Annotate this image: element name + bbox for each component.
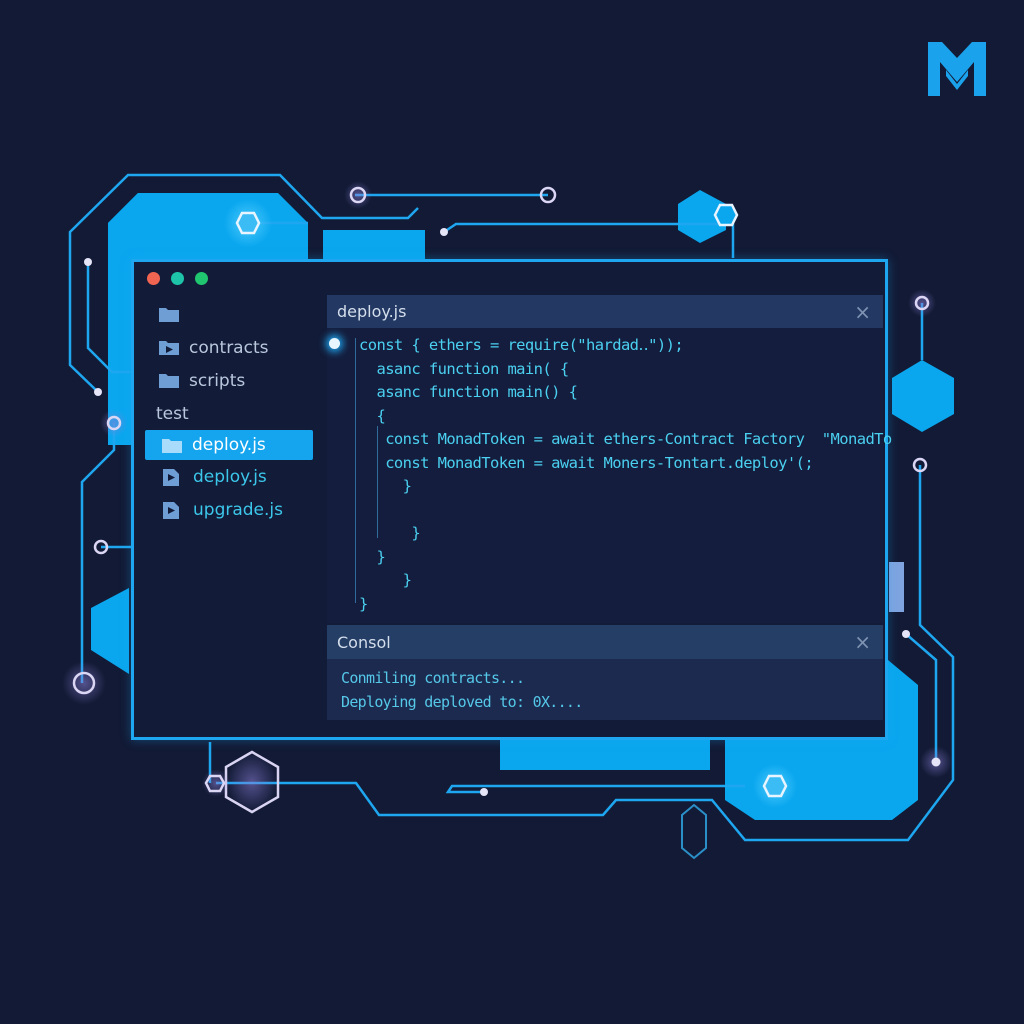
tree-item-contracts[interactable]: contracts: [142, 331, 317, 364]
tree-item-label: test: [156, 403, 189, 424]
tree-item-label: scripts: [189, 370, 246, 391]
console-panel: Consol × Conmiling contracts... Deployin…: [327, 625, 883, 720]
file-play-icon: [162, 468, 184, 486]
console-line: Deploying deploved to: 0X....: [341, 693, 583, 711]
window-controls: [147, 272, 208, 285]
code-line: const { ethers = require("hardad‥"));: [359, 336, 684, 354]
maximize-window-button[interactable]: [195, 272, 208, 285]
code-line: {: [359, 406, 386, 425]
tree-item-upgrade-js[interactable]: upgrade.js: [142, 493, 317, 526]
console-tab-bar: Consol ×: [327, 625, 883, 659]
code-line: asanc function main() {: [359, 383, 578, 401]
breakpoint-dot-icon[interactable]: [329, 338, 340, 349]
code-line: asanc function main( {: [359, 359, 569, 378]
code-editor[interactable]: deploy.js × const { ethers = require("ha…: [327, 295, 892, 623]
folder-play-icon: [158, 339, 180, 356]
code-line: }: [359, 594, 368, 613]
tree-item-deploy-js-selected[interactable]: deploy.js: [145, 430, 313, 460]
code-line: }: [359, 477, 412, 495]
console-output: Conmiling contracts... Deploying deplove…: [327, 659, 883, 714]
editor-tab-bar: deploy.js ×: [327, 295, 883, 328]
code-area[interactable]: const { ethers = require("hardad‥")); as…: [327, 328, 892, 616]
code-line: const MonadToken = await ethers-Contract…: [359, 430, 892, 448]
indent-guide: [377, 426, 378, 538]
code-line: [359, 499, 883, 523]
file-explorer: contracts scripts test deploy.js deploy.…: [142, 298, 317, 526]
console-line: Conmiling contracts...: [341, 669, 525, 687]
code-line: }: [359, 571, 412, 589]
tree-item-root-folder[interactable]: [142, 298, 317, 331]
close-icon[interactable]: ×: [854, 630, 871, 654]
tree-item-label: deploy.js: [192, 435, 266, 455]
file-play-icon: [162, 501, 184, 519]
code-line: }: [359, 547, 386, 566]
folder-icon: [158, 372, 180, 389]
editor-tab-deploy-js[interactable]: deploy.js: [337, 302, 407, 321]
code-line: }: [359, 524, 421, 542]
tree-item-deploy-js[interactable]: deploy.js: [142, 460, 317, 493]
tree-item-test[interactable]: test: [142, 397, 317, 430]
ide-window: contracts scripts test deploy.js deploy.…: [131, 259, 892, 740]
folder-icon: [161, 437, 183, 454]
minimize-window-button[interactable]: [171, 272, 184, 285]
tree-item-label: deploy.js: [193, 466, 267, 487]
code-line: const MonadToken = await Moners-Tontart.…: [359, 453, 814, 472]
close-window-button[interactable]: [147, 272, 160, 285]
monad-logo-icon: [928, 42, 986, 96]
tree-item-scripts[interactable]: scripts: [142, 364, 317, 397]
tree-item-label: contracts: [189, 337, 269, 358]
folder-icon: [158, 306, 180, 323]
console-title[interactable]: Consol: [337, 632, 391, 652]
tree-item-label: upgrade.js: [193, 499, 283, 520]
close-icon[interactable]: ×: [854, 299, 871, 324]
indent-guide: [355, 338, 356, 603]
